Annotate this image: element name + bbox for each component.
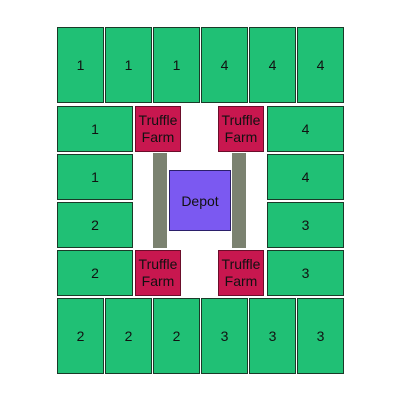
tile-top-3[interactable]: 1 — [153, 27, 200, 103]
depot[interactable]: Depot — [169, 170, 231, 231]
tile-right-4[interactable]: 3 — [267, 250, 344, 296]
road-right — [232, 153, 246, 248]
tile-bottom-1[interactable]: 2 — [57, 298, 104, 374]
truffle-farm-bottom-left[interactable]: Truffle Farm — [135, 250, 181, 296]
tile-left-3[interactable]: 2 — [57, 202, 133, 248]
tile-left-1[interactable]: 1 — [57, 106, 133, 152]
tile-top-2[interactable]: 1 — [105, 27, 152, 103]
tile-right-2[interactable]: 4 — [267, 154, 344, 200]
tile-bottom-6[interactable]: 3 — [297, 298, 344, 374]
tile-top-1[interactable]: 1 — [57, 27, 104, 103]
road-left — [153, 153, 167, 248]
tile-left-2[interactable]: 1 — [57, 154, 133, 200]
tile-bottom-2[interactable]: 2 — [105, 298, 152, 374]
tile-top-6[interactable]: 4 — [297, 27, 344, 103]
truffle-farm-top-right[interactable]: Truffle Farm — [218, 106, 264, 152]
tile-bottom-4[interactable]: 3 — [201, 298, 248, 374]
tile-left-4[interactable]: 2 — [57, 250, 133, 296]
tile-top-4[interactable]: 4 — [201, 27, 248, 103]
tile-top-5[interactable]: 4 — [249, 27, 296, 103]
tile-bottom-5[interactable]: 3 — [249, 298, 296, 374]
truffle-farm-top-left[interactable]: Truffle Farm — [135, 106, 181, 152]
tile-right-3[interactable]: 3 — [267, 202, 344, 248]
truffle-farm-bottom-right[interactable]: Truffle Farm — [218, 250, 264, 296]
tile-right-1[interactable]: 4 — [267, 106, 344, 152]
tile-bottom-3[interactable]: 2 — [153, 298, 200, 374]
